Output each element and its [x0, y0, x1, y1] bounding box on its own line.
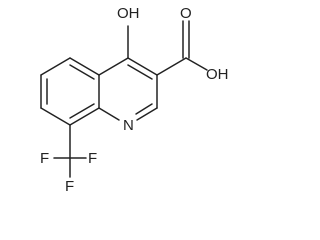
bond-c4-c3: [127, 57, 158, 76]
bond-c8a-c4a: [69, 57, 100, 76]
bond-c4-c3-inner: [127, 64, 153, 80]
hydroxyl-label: OH: [117, 5, 140, 22]
fluorine-right-label: F: [88, 150, 97, 167]
bond-c4a-c5: [40, 57, 71, 76]
bond-c6-c7: [40, 107, 71, 126]
bond-c7-c8-inner: [69, 103, 95, 119]
bond-n1-c8a: [98, 107, 120, 121]
bond-c8a-c4a-inner: [69, 64, 95, 80]
acid-hydroxyl-label: OH: [206, 66, 229, 83]
molecule-structure: OH O OH N F F F: [40, 5, 229, 195]
fluorine-left-label: F: [40, 150, 49, 167]
carbonyl-oxygen-label: O: [180, 5, 192, 22]
bond-c7-c8: [69, 107, 100, 126]
fluorine-top-label: F: [65, 178, 74, 195]
bond-carboxyl-oh: [185, 57, 208, 71]
ring-nitrogen-label: N: [123, 117, 134, 134]
bond-c3-carboxyl: [156, 57, 187, 76]
bond-c2-n1: [136, 107, 158, 121]
bond-c4a-c4: [98, 57, 129, 76]
atom-labels: OH O OH N F F F: [40, 5, 229, 195]
bonds: [40, 20, 208, 178]
bond-c2-n1-inner: [135, 103, 153, 115]
